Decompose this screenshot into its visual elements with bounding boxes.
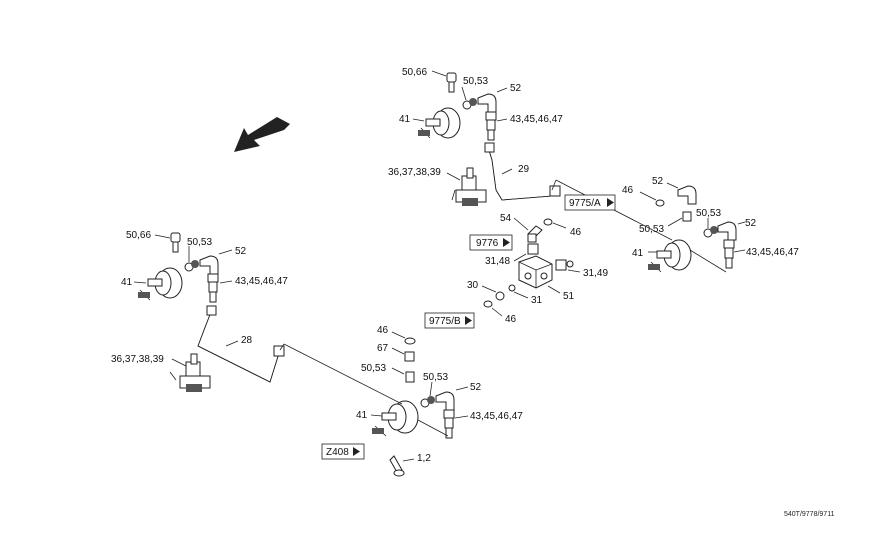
- label-52: 52: [745, 218, 757, 229]
- label-30: 30: [467, 280, 479, 291]
- label-36-37-38-39: 36,37,38,39: [111, 354, 164, 365]
- drawing-code: 540T/9778/9711: [784, 511, 835, 518]
- label-31: 31: [531, 295, 543, 306]
- ref-9775-a-label: 9775/A: [569, 198, 601, 209]
- label-50-53: 50,53: [361, 363, 386, 374]
- ref-9775-b-label: 9775/B: [429, 316, 461, 327]
- label-41: 41: [632, 248, 644, 259]
- ref-box-9775-a[interactable]: 9775/A: [564, 194, 616, 211]
- label-54: 54: [500, 213, 512, 224]
- center-valve-assembly: 54 46 31,48 31,49 30 31 51 46: [467, 213, 608, 325]
- right-assembly: 46 52 50,53 50,53 52 41 43,45,46,47: [622, 176, 799, 273]
- label-29: 29: [518, 164, 530, 175]
- label-28: 28: [241, 335, 253, 346]
- label-43-45-46-47: 43,45,46,47: [746, 247, 799, 258]
- label-52: 52: [510, 83, 522, 94]
- label-31-48: 31,48: [485, 256, 510, 267]
- label-46: 46: [377, 325, 389, 336]
- label-31-49: 31,49: [583, 268, 608, 279]
- label-46: 46: [570, 227, 582, 238]
- ref-box-9776[interactable]: 9776: [469, 234, 513, 251]
- label-46: 46: [622, 185, 634, 196]
- label-52: 52: [470, 382, 482, 393]
- play-arrow-icon: [353, 447, 360, 456]
- label-52: 52: [652, 176, 664, 187]
- ref-z408-label: Z408: [326, 447, 349, 458]
- ref-box-9775-b[interactable]: 9775/B: [424, 312, 475, 329]
- label-50-66: 50,66: [402, 67, 427, 78]
- label-50-53: 50,53: [423, 372, 448, 383]
- label-67: 67: [377, 343, 389, 354]
- label-50-53: 50,53: [696, 208, 721, 219]
- bottom-assembly: 46 67 50,53 50,53 52 41 43,45,46,47 1,2: [356, 325, 523, 477]
- label-41: 41: [399, 114, 411, 125]
- play-arrow-icon: [607, 198, 614, 207]
- direction-arrow-icon: [234, 117, 290, 152]
- ref-9776-label: 9776: [476, 238, 499, 249]
- label-50-53: 50,53: [463, 76, 488, 87]
- left-assembly: 50,66 50,53 52 41 43,45,46,47 28 36,37,3…: [111, 230, 288, 392]
- label-52: 52: [235, 246, 247, 257]
- label-43-45-46-47: 43,45,46,47: [235, 276, 288, 287]
- label-46: 46: [505, 314, 517, 325]
- ref-box-z408[interactable]: Z408: [321, 443, 365, 460]
- label-43-45-46-47: 43,45,46,47: [470, 411, 523, 422]
- upper-assembly: 50,66 50,53 52 41 43,45,46,47 29 36,37,3…: [388, 67, 563, 206]
- label-51: 51: [563, 291, 575, 302]
- play-arrow-icon: [503, 238, 510, 247]
- label-36-37-38-39: 36,37,38,39: [388, 167, 441, 178]
- label-1-2: 1,2: [417, 453, 431, 464]
- label-43-45-46-47: 43,45,46,47: [510, 114, 563, 125]
- play-arrow-icon: [465, 316, 472, 325]
- label-41: 41: [356, 410, 368, 421]
- label-50-66: 50,66: [126, 230, 151, 241]
- label-50-53: 50,53: [187, 237, 212, 248]
- label-41: 41: [121, 277, 133, 288]
